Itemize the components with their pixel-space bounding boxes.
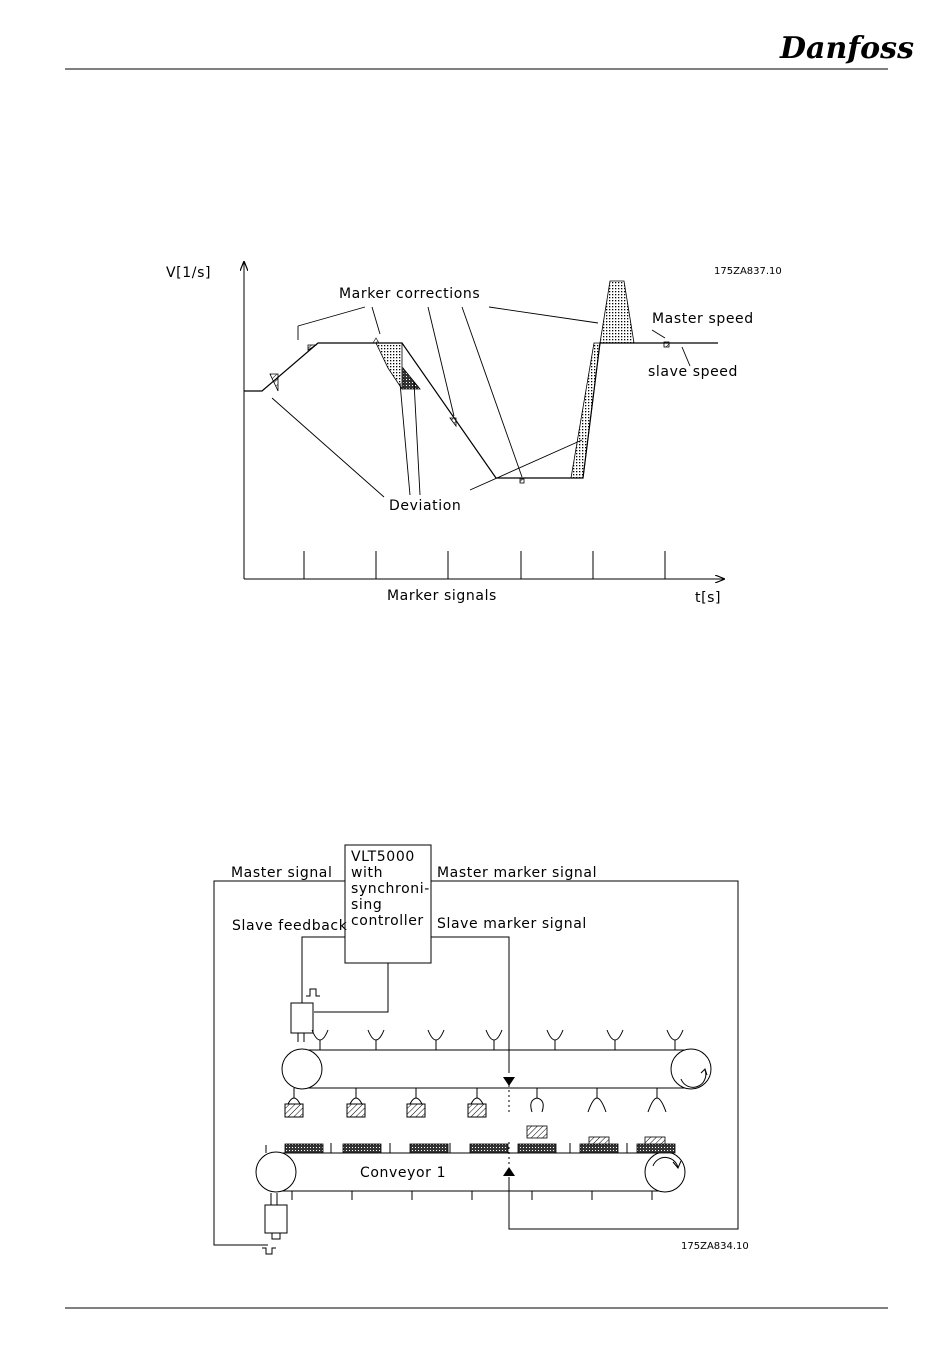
controller-line-5: controller	[351, 913, 424, 929]
header: Danfoss	[65, 31, 914, 69]
figure-id-2: 175ZA834.10	[681, 1241, 749, 1252]
upper-grippers-top	[312, 1030, 683, 1050]
master-speed-label: Master speed	[652, 311, 754, 327]
x-axis-label: t[s]	[695, 590, 721, 606]
master-marker-signal-label: Master marker signal	[437, 865, 597, 881]
marker-signal-ticks	[304, 551, 665, 579]
slave-speed-label: slave speed	[648, 364, 738, 380]
conveyor-1	[256, 1152, 685, 1192]
controller-line-2: with	[351, 865, 383, 881]
controller-line-1: VLT5000	[351, 849, 415, 865]
slave-encoder	[291, 989, 320, 1042]
slave-marker-arrow	[503, 1077, 515, 1086]
master-speed-curve	[244, 343, 718, 478]
deviation-label: Deviation	[389, 498, 461, 514]
upper-grippers-bottom	[285, 1088, 666, 1117]
danfoss-logo: Danfoss	[779, 31, 914, 66]
marker-corrections-label: Marker corrections	[339, 286, 480, 302]
deviation-areas	[270, 281, 669, 483]
slave-marker-signal-label: Slave marker signal	[437, 916, 587, 932]
upper-conveyor	[282, 1049, 711, 1089]
controller-line-4: sing	[351, 897, 382, 913]
marker-signals-label: Marker signals	[387, 588, 497, 604]
conveyor-1-label: Conveyor 1	[360, 1165, 446, 1181]
conveyor-system-diagram: VLT5000 with synchroni- sing controller …	[214, 845, 749, 1254]
master-marker-arrow	[503, 1167, 515, 1176]
conveyor-trays	[285, 1126, 675, 1153]
slave-feedback-label: Slave feedback	[232, 918, 348, 934]
master-signal-label: Master signal	[231, 865, 332, 881]
speed-profile-chart: 175ZA837.10 V[1/s] t[s]	[166, 262, 782, 606]
y-axis-label: V[1/s]	[166, 265, 211, 281]
controller-line-3: synchroni-	[351, 881, 430, 897]
figure-id-1: 175ZA837.10	[714, 266, 782, 277]
